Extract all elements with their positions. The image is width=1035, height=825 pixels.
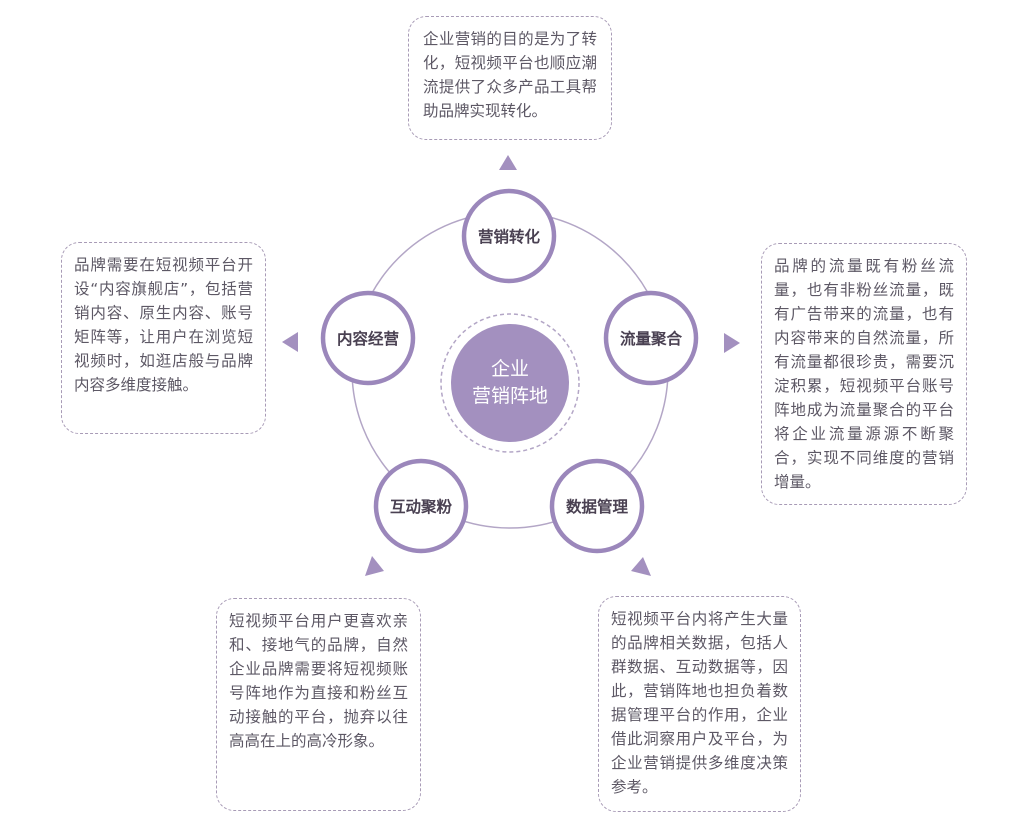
node-conversion-label: 营销转化 — [477, 228, 541, 246]
node-conversion-circle — [461, 188, 557, 284]
arrow-down-right-icon — [631, 557, 651, 576]
description-box-traffic: 品牌的流量既有粉丝流量，也有非粉丝流量，既有广告带来的流量，也有内容带来的自然流… — [761, 243, 967, 505]
description-box-content: 品牌需要在短视频平台开设“内容旗舰店”，包括营销内容、原生内容、账号矩阵等，让用… — [61, 242, 266, 434]
node-fans-label: 互动聚粉 — [389, 498, 453, 516]
description-fans: 短视频平台用户更喜欢亲和、接地气的品牌，自然企业品牌需要将短视频账号阵地作为直接… — [229, 612, 408, 750]
description-box-data: 短视频平台内将产生大量的品牌相关数据，包括人群数据、互动数据等，因此，营销阵地也… — [598, 596, 801, 812]
node-content-label: 内容经营 — [336, 330, 400, 348]
arrow-down-left-icon — [365, 556, 384, 576]
center-title: 企业 营销阵地 — [472, 356, 548, 410]
description-box-conversion: 企业营销的目的是为了转化，短视频平台也顺应潮流提供了众多产品工具帮助品牌实现转化… — [408, 16, 612, 140]
arrow-left-icon — [282, 332, 298, 352]
description-content: 品牌需要在短视频平台开设“内容旗舰店”，包括营销内容、原生内容、账号矩阵等，让用… — [74, 256, 253, 394]
node-data-label: 数据管理 — [565, 498, 629, 516]
arrow-right-icon — [724, 333, 740, 353]
description-data: 短视频平台内将产生大量的品牌相关数据，包括人群数据、互动数据等，因此，营销阵地也… — [611, 610, 788, 796]
description-conversion: 企业营销的目的是为了转化，短视频平台也顺应潮流提供了众多产品工具帮助品牌实现转化… — [423, 30, 597, 120]
node-traffic-label: 流量聚合 — [619, 330, 683, 348]
description-box-fans: 短视频平台用户更喜欢亲和、接地气的品牌，自然企业品牌需要将短视频账号阵地作为直接… — [216, 598, 421, 811]
center-title-line1: 企业 — [490, 358, 530, 380]
node-content-circle — [320, 290, 416, 386]
arrow-up-icon — [499, 155, 517, 170]
node-fans-circle — [373, 458, 469, 554]
node-traffic-circle — [603, 290, 699, 386]
center-circle — [451, 324, 569, 442]
center-title-line2: 营销阵地 — [471, 385, 549, 407]
node-data-circle — [549, 458, 645, 554]
description-traffic: 品牌的流量既有粉丝流量，也有非粉丝流量，既有广告带来的流量，也有内容带来的自然流… — [774, 257, 954, 491]
